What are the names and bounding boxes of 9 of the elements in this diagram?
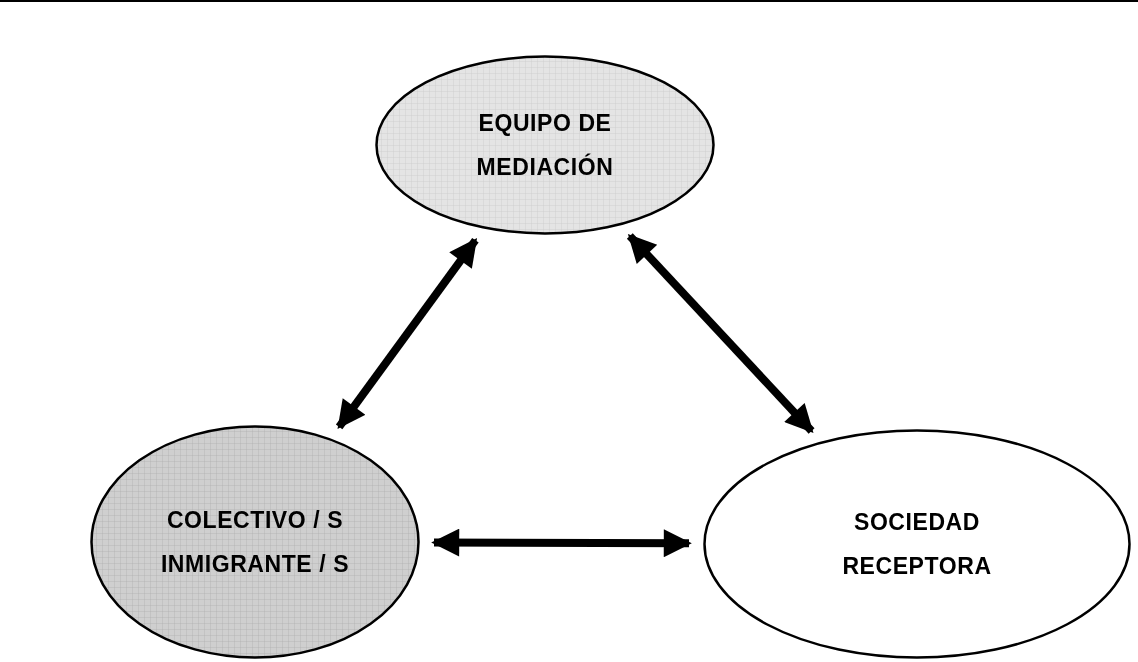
- node-label: SOCIEDAD RECEPTORA: [841, 508, 993, 581]
- double-arrow: [626, 233, 815, 434]
- node-label: COLECTIVO / S INMIGRANTE / S: [159, 506, 351, 579]
- ellipse-node: [90, 425, 420, 659]
- ellipse-node: [375, 55, 715, 235]
- ellipse-node: [703, 429, 1131, 659]
- double-arrow: [431, 528, 692, 558]
- double-arrow: [335, 237, 479, 430]
- node-label: EQUIPO DE MEDIACIÓN: [475, 109, 615, 182]
